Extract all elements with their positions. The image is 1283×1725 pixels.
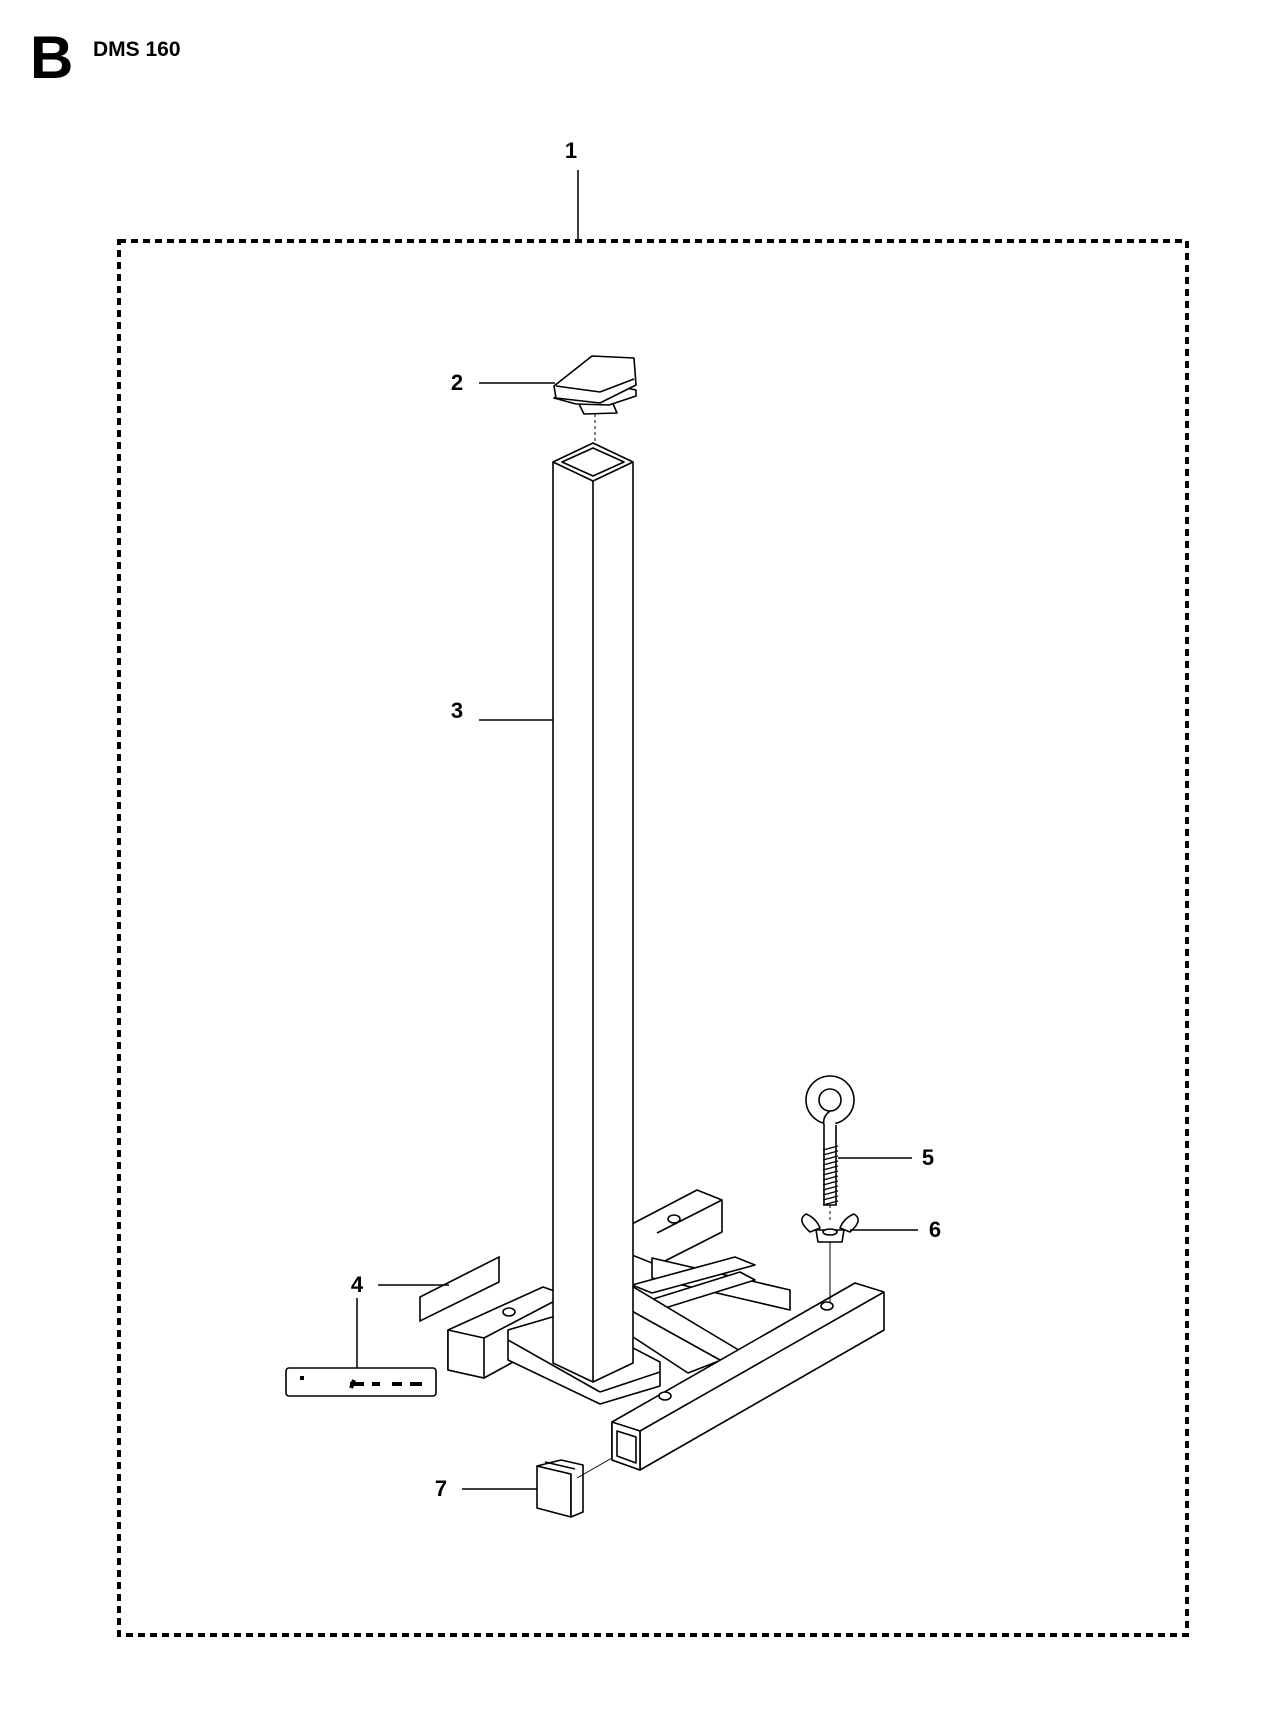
assembly-frame xyxy=(117,239,1189,1637)
callout-1: 1 xyxy=(565,138,577,163)
decal-label xyxy=(419,1255,500,1323)
column-tube xyxy=(552,442,634,1383)
eye-bolt xyxy=(805,1075,855,1206)
callout-7: 7 xyxy=(435,1476,447,1501)
callout-3: 3 xyxy=(451,698,463,723)
callout-5: 5 xyxy=(922,1145,934,1170)
callout-2: 2 xyxy=(451,370,463,395)
section-letter: B xyxy=(30,24,74,91)
wing-nut xyxy=(801,1213,859,1243)
assembly-lines xyxy=(576,414,831,1479)
top-end-cap xyxy=(553,355,637,415)
callout-6: 6 xyxy=(929,1217,941,1242)
decal-plate xyxy=(285,1367,437,1397)
model-title: DMS 160 xyxy=(93,38,181,61)
base-frame xyxy=(447,1189,885,1471)
bottom-end-cap xyxy=(536,1459,584,1518)
callout-4: 4 xyxy=(351,1272,364,1297)
